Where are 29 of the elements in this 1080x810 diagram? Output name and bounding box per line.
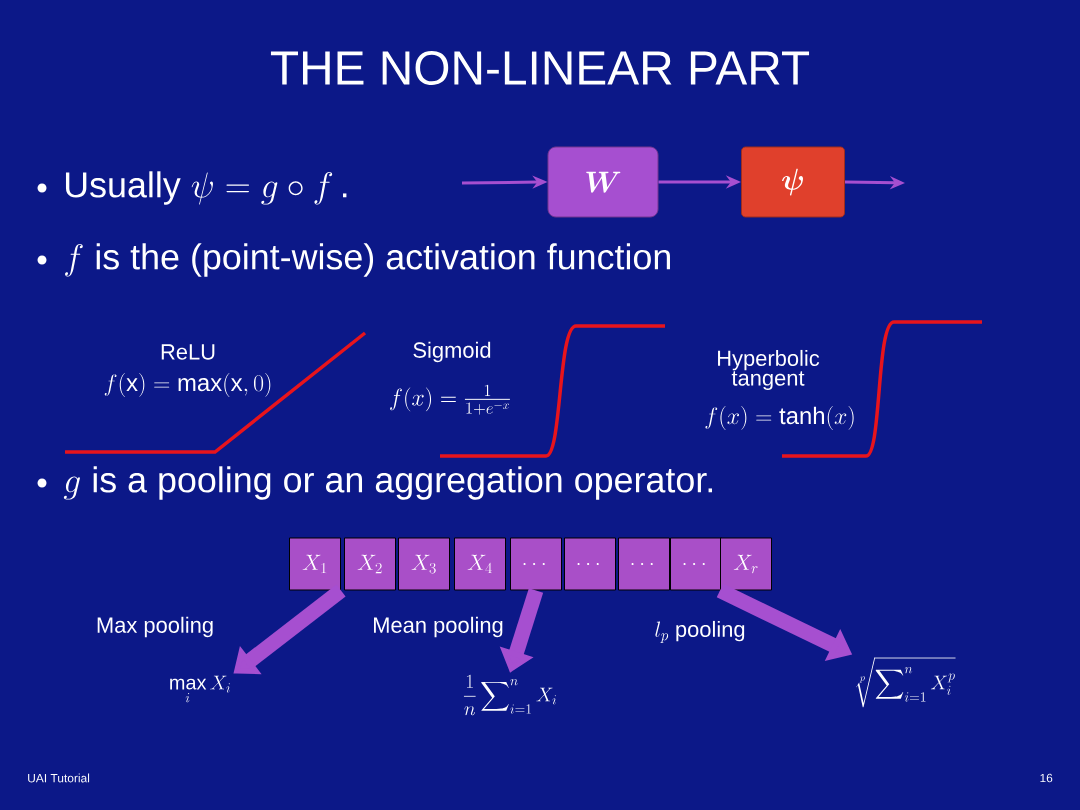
vector-cell: $\dots$ [670,537,722,591]
pooling-formula: $\max\limits_i X_i$ [170,675,230,703]
curve-label: ReLU [161,344,215,360]
vector-cell: $\dots$ [618,537,670,591]
footer-text: UAI Tutorial [28,773,90,783]
edge-label: $l_p\text{ pooling}$ [655,620,745,644]
vector-cell: $X_4$ [454,537,506,591]
vector-cell: $\dots$ [564,537,616,591]
curve-label: Sigmoid [413,341,491,363]
vector-cell: $X_2$ [344,537,396,591]
page-number: 16 [1040,773,1053,783]
formula: $f(\mathrm{x}) = \max(\mathrm{x}, 0)$ [104,373,271,397]
activation-box: $\boldsymbol{\psi}$ [741,146,845,218]
pooling-formula: $\frac{1}{n}\sum\nolimits_{i=1}^{n} X_i$ [463,674,557,716]
edge-label: Max pooling [97,616,213,638]
bullet-text: $\text{Usually }\psi = g\circ f\,\text{.}$ [65,171,347,205]
bullet-text: $g\text{ is a pooling or an aggregation operator.}$ [63,466,712,500]
slide-title: THE NON-LINEAR PART [270,51,810,85]
edge-label: Mean pooling [374,616,503,638]
pooling-formula: $\sqrt[p]{\sum\nolimits_{i=1}^{n} X_i^p}$ [856,657,956,708]
vector-cell: $\dots$ [510,537,562,591]
formula: $f(x) = \frac{1}{1+e^{-x}}$ [390,384,510,415]
vector-cell: $X_1$ [289,537,341,591]
weight-box: $\boldsymbol{W}$ [547,146,659,218]
vector-cell: $X_3$ [398,537,450,591]
vector-cell: $X_r$ [720,537,772,591]
formula: $f(x) = \tanh(x)$ [705,406,854,430]
bullet-text: $f\text{ is the (point-wise) activation function}$ [65,243,670,277]
curve-label: Hyperbolic tangent [718,349,820,391]
